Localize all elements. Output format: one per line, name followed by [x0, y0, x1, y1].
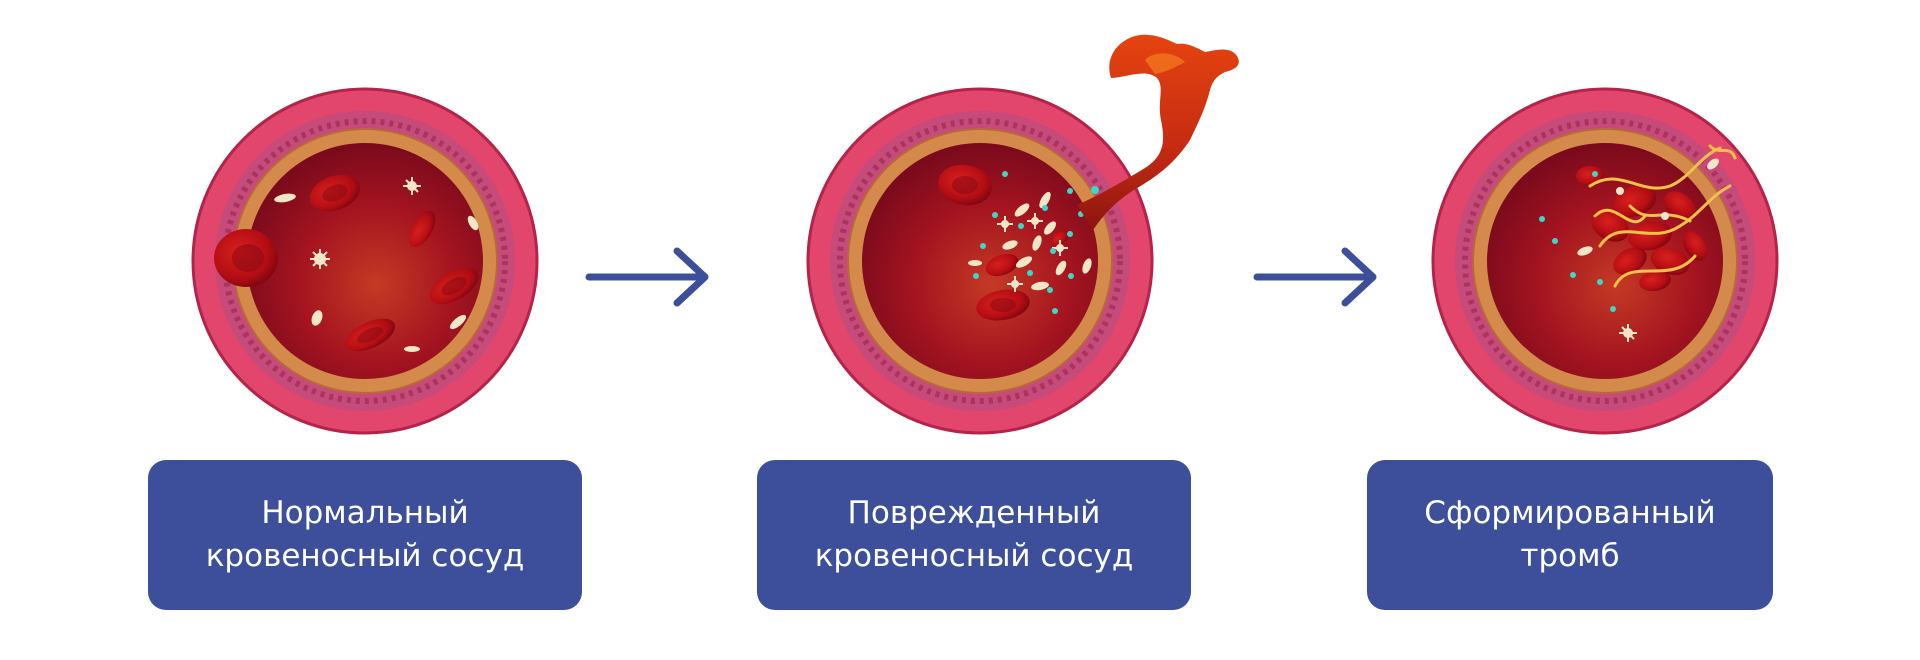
- arrow-right-icon: [1253, 247, 1377, 307]
- label-line-1: Нормальный: [261, 495, 469, 531]
- red-blood-cells: [214, 174, 479, 352]
- platelets: [968, 191, 1092, 292]
- label-line-2: тромб: [1520, 538, 1620, 574]
- stage-label-thrombus: Сформированный тромб: [1367, 460, 1773, 610]
- label-line-1: Поврежденный: [847, 495, 1101, 531]
- label-line-2: кровеносный сосуд: [205, 538, 525, 574]
- damaged-vessel: [806, 34, 1239, 435]
- thrombus-vessel: [1431, 87, 1779, 435]
- stage-label-damaged: Поврежденный кровеносный сосуд: [757, 460, 1191, 610]
- arrow-right-icon: [585, 247, 709, 307]
- vessel-middle-texture: [222, 118, 508, 404]
- stage-label-normal: Нормальный кровеносный сосуд: [148, 460, 582, 610]
- label-line-2: кровеносный сосуд: [814, 538, 1134, 574]
- bleeding-icon: [1077, 34, 1239, 231]
- platelets: [274, 177, 479, 352]
- thrombus: [1539, 144, 1737, 342]
- normal-vessel: [191, 87, 539, 435]
- label-line-1: Сформированный: [1424, 495, 1716, 531]
- clotting-factors: [973, 171, 1099, 314]
- red-blood-cells: [938, 164, 1069, 321]
- vessel-lumen: [247, 143, 483, 379]
